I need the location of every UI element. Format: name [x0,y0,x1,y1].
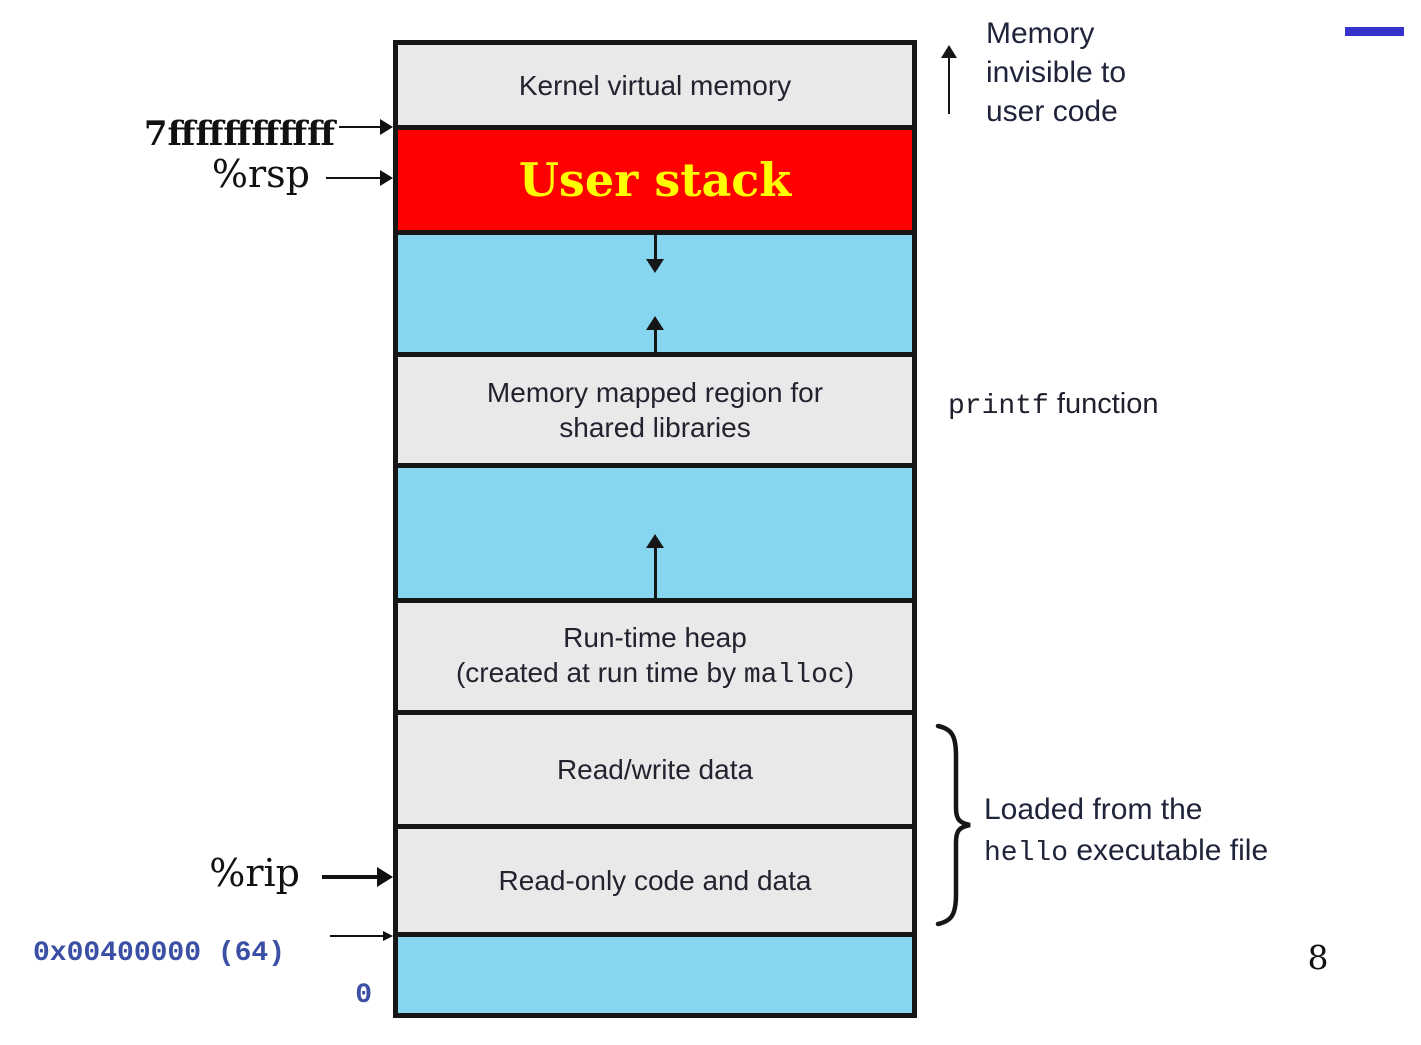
rsp-register-label: %rsp [211,152,310,196]
runtime-heap-label: Run-time heap (created at run time by ma… [456,620,854,693]
shared-libraries-label: Memory mapped region for shared librarie… [486,377,824,443]
memory-invisible-label: Memory invisible to user code [986,17,1127,128]
loaded-from-executable-label: Loaded from the hello executable file [984,789,1268,874]
runtime-heap-line2: (created at run time by malloc) [455,657,855,691]
printf-code-text: printf [948,391,1049,422]
hello-code-text: hello [984,838,1069,869]
memory-layout-diagram: Kernel virtual memory User stack Memory … [393,40,917,1018]
runtime-heap-line1: Run-time heap [563,622,747,653]
page-number: 8 [1307,938,1329,977]
heap-grows-up-arrow-icon [646,316,664,352]
heap-growth-arrow-icon [646,534,664,598]
loaded-line1: Loaded from the [984,793,1203,826]
read-only-code-data-label: Read-only code and data [498,865,812,896]
kernel-virtual-memory-label: Kernel virtual memory [518,69,792,101]
rip-register-label: %rip [209,851,300,895]
runtime-heap-box: Run-time heap (created at run time by ma… [398,603,912,710]
printf-function-label: printf function [948,388,1159,422]
bottom-unused-region-box [398,937,912,1013]
loaded-line2: hello executable file [984,834,1269,869]
accent-dash [1345,27,1404,36]
stack-growth-region-box [398,235,912,352]
read-write-data-box: Read/write data [398,715,912,824]
read-only-code-data-box: Read-only code and data [398,829,912,932]
stack-grows-down-arrow-icon [646,235,664,273]
loaded-brace-icon [930,722,976,933]
shared-libraries-box: Memory mapped region for shared librarie… [398,357,912,463]
top-address-label: 7ffffffffffff [143,114,335,154]
heap-growth-region-box [398,468,912,598]
kernel-virtual-memory-box: Kernel virtual memory [398,45,912,125]
memory-invisible-arrow-icon [941,45,957,114]
zero-address-label: 0 [355,980,372,1011]
user-stack-label: User stack [518,153,792,207]
user-stack-box: User stack [398,130,912,230]
malloc-code-text: malloc [743,660,845,691]
read-write-data-label: Read/write data [556,754,754,785]
code-start-address-label: 0x00400000 (64) [33,938,286,969]
